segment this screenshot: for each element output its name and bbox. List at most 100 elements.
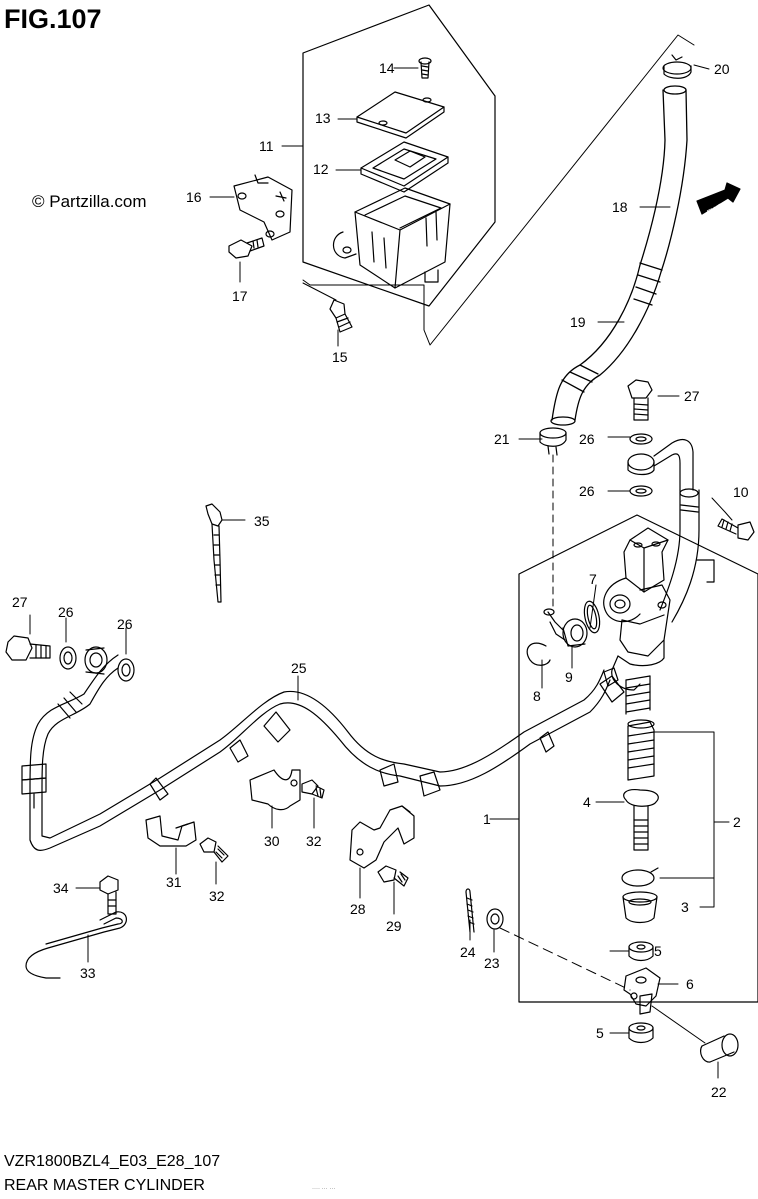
- circlip-2-icon: [621, 867, 659, 887]
- callout-label: 17: [232, 288, 248, 304]
- boot-3-icon: [622, 891, 658, 924]
- callout-label: 35: [254, 513, 270, 529]
- reservoir-cap-icon: [356, 91, 445, 139]
- callout-label: 4: [583, 794, 591, 810]
- hose-clamp-21-icon: [539, 427, 567, 456]
- callout-label: 13: [315, 110, 331, 126]
- callout-label: 32: [209, 888, 225, 904]
- callout-label: 29: [386, 918, 402, 934]
- nut-5-icon: [628, 941, 654, 962]
- bolt-34-icon: [99, 875, 119, 915]
- alignment-line: [499, 927, 631, 991]
- clevis-6-icon: [623, 967, 661, 1015]
- alignment-line: [651, 1005, 706, 1044]
- section-name: REAR MASTER CYLINDER: [4, 1177, 205, 1194]
- callout-label: 1: [483, 811, 491, 827]
- diaphragm-icon: [360, 141, 449, 193]
- callout-label: 8: [533, 688, 541, 704]
- callout-label: 34: [53, 880, 69, 896]
- callout-label: 26: [579, 483, 595, 499]
- leader-lines: [469, 584, 730, 1079]
- callout-label: 15: [332, 349, 348, 365]
- washer-23-icon: [486, 908, 504, 930]
- callout-label: 21: [494, 431, 510, 447]
- callout-label: 16: [186, 189, 202, 205]
- cotter-pin-24-icon: [465, 888, 475, 933]
- banjo-eye-icon: [84, 646, 108, 675]
- callout-label: 22: [711, 1084, 727, 1100]
- reservoir-hose-icon: [550, 85, 688, 426]
- reservoir-body-icon: [332, 187, 451, 289]
- callout-label: 27: [684, 388, 700, 404]
- callout-label: 19: [570, 314, 586, 330]
- bracket-28-icon: [349, 805, 415, 869]
- washer-26-icon: [629, 433, 653, 445]
- cylinder-internals-icon: [625, 675, 655, 781]
- brake-hose-upper-icon: [659, 488, 700, 623]
- callout-label: 25: [291, 660, 307, 676]
- spring-clip-33-icon: [25, 911, 127, 979]
- clamp-31-icon: [145, 815, 197, 847]
- callout-label: 7: [589, 571, 597, 587]
- callout-label: 5: [654, 943, 662, 959]
- banjo-bolt-27-icon: [627, 379, 653, 421]
- leader-lines: [29, 34, 733, 701]
- bolt-29-icon: [377, 865, 409, 887]
- watermark-text: © Partzilla.com: [32, 192, 147, 211]
- reservoir-frame: [302, 4, 496, 307]
- callout-label: 9: [565, 669, 573, 685]
- callout-label: 18: [612, 199, 628, 215]
- callout-label: 31: [166, 874, 182, 890]
- bracket-16-icon: [233, 174, 293, 241]
- o-ring-7-icon: [583, 600, 601, 634]
- callout-label: 5: [596, 1025, 604, 1041]
- bolt-17-icon: [228, 237, 265, 259]
- banjo-bolt-27-icon: [5, 635, 51, 661]
- figure-title: FIG.107: [4, 4, 102, 34]
- callout-label: 3: [681, 899, 689, 915]
- bolt-15-icon: [329, 299, 353, 333]
- model-code: VZR1800BZL4_E03_E28_107: [4, 1153, 221, 1170]
- circlip-9-icon: [526, 642, 551, 666]
- callout-label: 27: [12, 594, 28, 610]
- callout-label: 10: [733, 484, 749, 500]
- leader-lines: [75, 797, 395, 963]
- bolt-32-icon: [199, 837, 229, 863]
- forward-arrow-icon: [696, 182, 741, 215]
- callout-label: 30: [264, 833, 280, 849]
- callout-label: 26: [117, 616, 133, 632]
- master-cylinder-frame: [518, 514, 758, 1003]
- callout-label: 32: [306, 833, 322, 849]
- screw-14-icon: [418, 57, 432, 79]
- callout-label: 6: [686, 976, 694, 992]
- banjo-fitting-icon: [627, 439, 694, 491]
- callout-label: 2: [733, 814, 741, 830]
- fine-print: ···· ··· ···: [312, 1186, 336, 1192]
- callout-label: 14: [379, 60, 395, 76]
- callout-label: 24: [460, 944, 476, 960]
- callout-label: 33: [80, 965, 96, 981]
- callout-label: 26: [579, 431, 595, 447]
- hose-fitting-8-icon: [543, 608, 588, 648]
- washer-26-icon: [629, 485, 653, 497]
- clamp-30-icon: [249, 769, 301, 811]
- cable-tie-35-icon: [205, 503, 223, 603]
- callout-label: 20: [714, 61, 730, 77]
- washer-26-icon: [117, 658, 135, 682]
- callout-label: 23: [484, 955, 500, 971]
- bolt-32-icon: [301, 779, 325, 799]
- pin-22-icon: [699, 1033, 739, 1063]
- brake-hose-25-icon: [21, 654, 625, 851]
- bolt-10-icon: [717, 518, 755, 541]
- washer-26-icon: [59, 646, 77, 670]
- callout-label: 26: [58, 604, 74, 620]
- callout-label: 11: [259, 138, 274, 154]
- callout-label: 28: [350, 901, 366, 917]
- master-cylinder-body-icon: [603, 527, 671, 691]
- push-rod-4-icon: [623, 789, 659, 851]
- nut-5-icon: [628, 1022, 654, 1044]
- hose-clamp-20-icon: [662, 54, 692, 79]
